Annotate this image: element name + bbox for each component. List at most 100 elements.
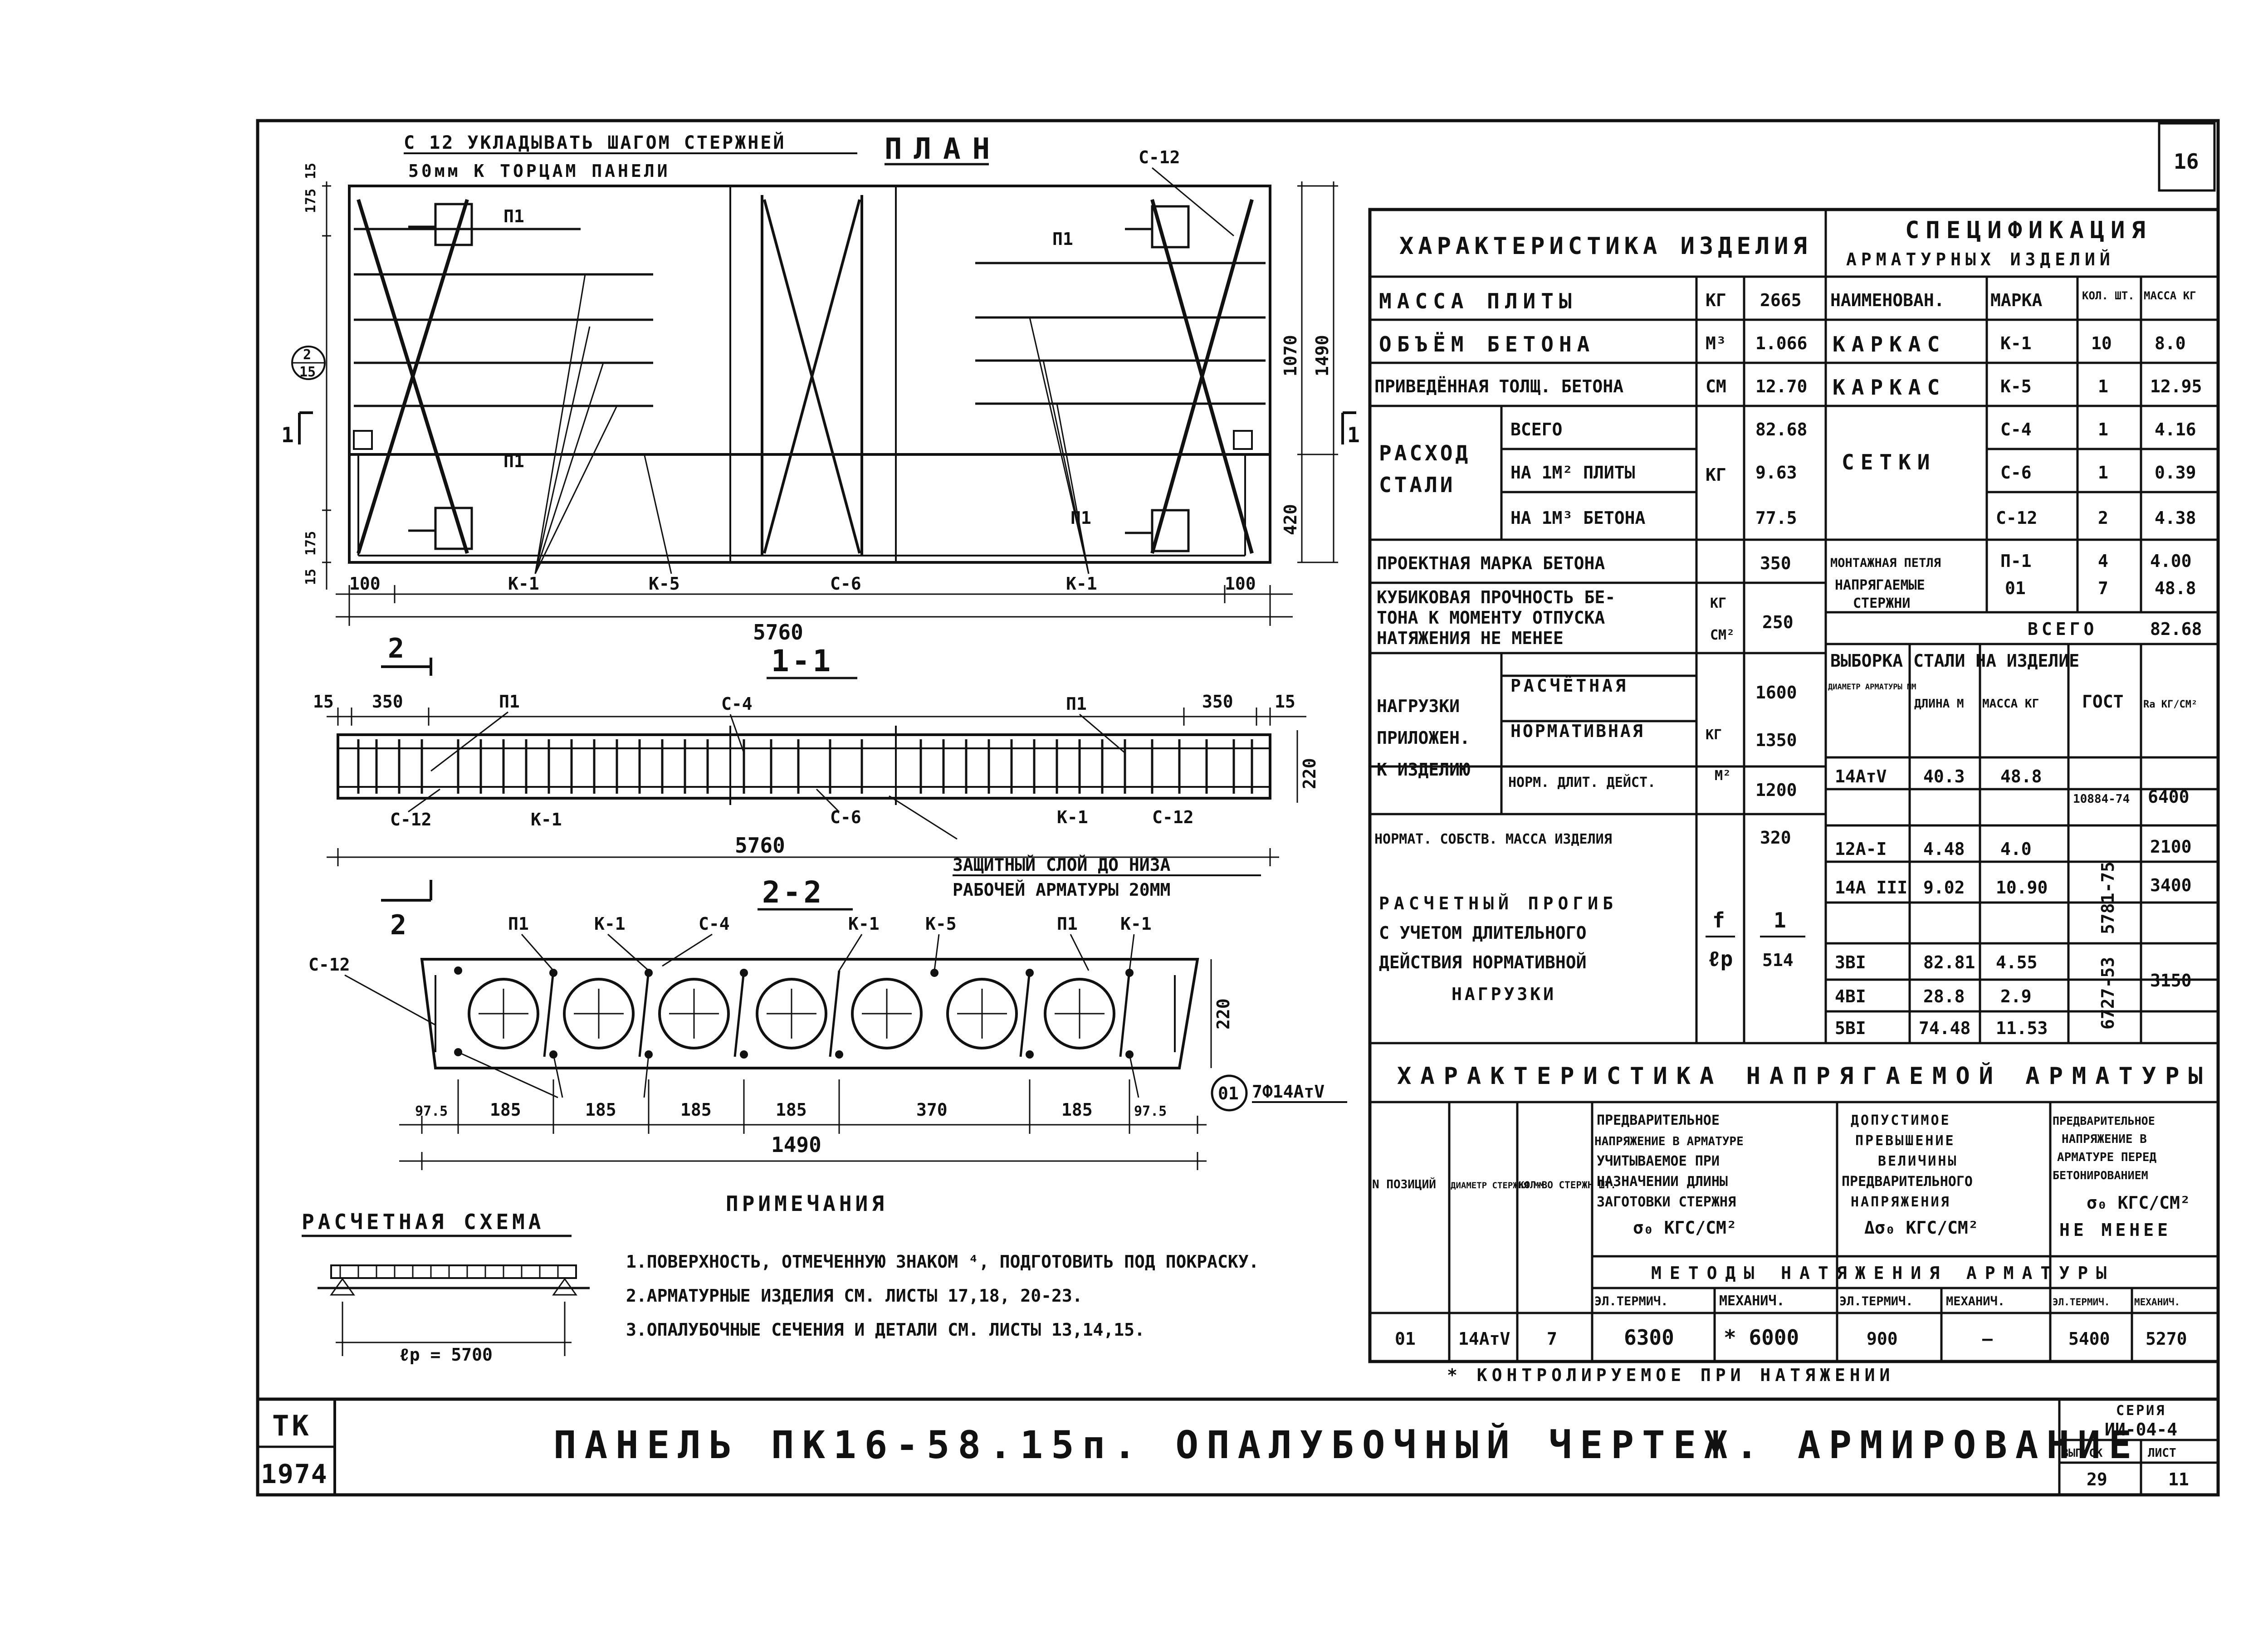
s22-label-k5: К-5 xyxy=(925,914,957,934)
plan-circle-bottom: 15 xyxy=(299,364,316,380)
s11-dim-350-left: 350 xyxy=(372,692,403,712)
steel-label-2: СТАЛИ xyxy=(1379,473,1455,497)
select-r4-len: 82.81 xyxy=(1923,952,1975,972)
plan-label-k1-right: К-1 xyxy=(1066,574,1097,594)
spec-tendons-name-2: СТЕРЖНИ xyxy=(1853,595,1910,611)
dim-15-bottom: 15 xyxy=(303,569,319,585)
select-r3-dia: 14А III xyxy=(1835,878,1907,898)
s22-span-8: 97.5 xyxy=(1134,1103,1167,1119)
select-gost-3: 6727-53 xyxy=(2098,957,2118,1030)
grade-name: ПРОЕКТНАЯ МАРКА БЕТОНА xyxy=(1377,553,1605,573)
steel-per-m3-value: 77.5 xyxy=(1755,508,1797,528)
dim-5760-plan: 5760 xyxy=(753,620,803,644)
cube-line-3: НАТЯЖЕНИЯ НЕ МЕНЕЕ xyxy=(1377,628,1564,648)
spec-total-label: ВСЕГО xyxy=(2028,619,2097,639)
plan-circle-top: 2 xyxy=(303,347,311,363)
section-2-2: 2-2 2 xyxy=(308,875,1347,1170)
s11-label-k1-right: К-1 xyxy=(1057,807,1088,827)
select-gost-1: 10884-74 xyxy=(2073,792,2130,806)
section22-body xyxy=(420,958,1199,1069)
spec-loop-mass: 4.00 xyxy=(2150,551,2192,571)
s22-span-2: 185 xyxy=(490,1100,521,1120)
select-h-len: ДЛИНА М xyxy=(1914,697,1964,711)
spec-header-mark: МАРКА xyxy=(1990,290,2043,310)
tension-h-bef-5: σ₀ КГС/СМ² xyxy=(2087,1193,2190,1213)
load-design-value: 1600 xyxy=(1755,683,1797,703)
spec-karkas2-qty: 1 xyxy=(2098,376,2108,396)
spec-loop-mark: П-1 xyxy=(2000,551,2032,571)
s22-dim-220: 220 xyxy=(1213,998,1233,1030)
deflection-unit-bottom: ℓp xyxy=(1708,947,1733,971)
loads-label-2: ПРИЛОЖЕН. xyxy=(1377,728,1470,748)
tension-title: ХАРАКТЕРИСТИКА НАПРЯГАЕМОЙ АРМАТУРЫ xyxy=(1397,1062,2212,1090)
dim-175-bottom: 175 xyxy=(303,531,319,556)
section22-title: 2-2 xyxy=(762,875,824,910)
spec-title-1: СПЕЦИФИКАЦИЯ xyxy=(1905,217,2152,244)
product-row-1-unit: КГ xyxy=(1706,290,1726,310)
section11-title: 1-1 xyxy=(771,644,833,678)
spec-setki-2-qty: 1 xyxy=(2098,463,2108,483)
spec-setki-1-qty: 1 xyxy=(2098,420,2108,439)
select-ra-4: 3150 xyxy=(2150,971,2192,991)
load-norm-value: 1350 xyxy=(1755,730,1797,750)
tension-h-bef-6: НЕ МЕНЕЕ xyxy=(2059,1220,2171,1240)
tension-methods: МЕТОДЫ НАТЯЖЕНИЯ АРМАТУРЫ xyxy=(1651,1263,2115,1283)
tension-pre-mech-h: МЕХАНИЧ. xyxy=(1719,1293,1785,1309)
spec-setki-3-qty: 2 xyxy=(2098,508,2108,528)
series-label: СЕРИЯ xyxy=(2116,1403,2166,1419)
select-r6-len: 74.48 xyxy=(1919,1018,1970,1038)
plan-note-line1: С 12 УКЛАДЫВАТЬ ШАГОМ СТЕРЖНЕЙ xyxy=(404,132,786,153)
select-h-dia: ДИАМЕТР АРМАТУРЫ ММ xyxy=(1828,683,1916,692)
s11-dim-15-right: 15 xyxy=(1275,692,1295,712)
load-norm-name: НОРМАТИВНАЯ xyxy=(1510,721,1645,741)
note-3: 3.ОПАЛУБОЧНЫЕ СЕЧЕНИЯ И ДЕТАЛИ СМ. ЛИСТЫ… xyxy=(626,1320,1145,1340)
select-r2-mass: 4.0 xyxy=(2000,839,2032,859)
s11-label-c12-right: С-12 xyxy=(1152,807,1194,827)
cut-mark-right: 1 xyxy=(1347,423,1360,447)
dim-175-top: 175 xyxy=(303,189,319,213)
steel-total-name: ВСЕГО xyxy=(1510,420,1562,439)
select-r4-mass: 4.55 xyxy=(1996,952,2038,972)
tension-row-pre-mech: * 6000 xyxy=(1724,1325,1799,1350)
tension-h-bef-1: ПРЕДВАРИТЕЛЬНОЕ xyxy=(2053,1114,2155,1127)
spec-loop-name: МОНТАЖНАЯ ПЕТЛЯ xyxy=(1830,556,1941,570)
spec-total-value: 82.68 xyxy=(2150,619,2202,639)
tension-h-exc-2: ПРЕВЫШЕНИЕ xyxy=(1855,1133,1955,1149)
deflection-unit-top: f xyxy=(1712,908,1725,932)
dim-1070: 1070 xyxy=(1281,335,1300,376)
spec-tendons-mark: 01 xyxy=(2005,578,2026,598)
select-gost-2: 5781-75 xyxy=(2098,862,2118,934)
s11-dim-350-right: 350 xyxy=(1202,692,1233,712)
tension-h-dia: ДИАМЕТР СТЕРЖНЯ ММ xyxy=(1451,1181,1544,1191)
s11-dim-5760: 5760 xyxy=(735,833,785,858)
spec-setki-2-mass: 0.39 xyxy=(2155,463,2196,483)
spec-karkas1-qty: 10 xyxy=(2091,333,2112,353)
s11-label-c12-left: С-12 xyxy=(390,810,432,830)
dim-100-right: 100 xyxy=(1225,574,1256,594)
load-long-value: 1200 xyxy=(1755,780,1797,800)
select-r5-dia: 4ВI xyxy=(1835,986,1866,1006)
s22-span-1: 97.5 xyxy=(415,1103,448,1119)
tension-row-bef-el: 5400 xyxy=(2068,1329,2110,1349)
plan-label-p1-tr: П1 xyxy=(1052,229,1073,249)
select-r6-mass: 11.53 xyxy=(1996,1018,2048,1038)
spec-tendons-name-1: НАПРЯГАЕМЫЕ xyxy=(1835,577,1925,593)
select-r1-dia: 14АтV xyxy=(1835,766,1887,786)
spec-karkas2-mark: К-5 xyxy=(2000,376,2032,396)
s22-span-5: 185 xyxy=(776,1100,807,1120)
deflection-line-4: НАГРУЗКИ xyxy=(1452,984,1556,1004)
product-row-2-unit: М³ xyxy=(1706,333,1726,353)
select-r3-len: 9.02 xyxy=(1923,878,1965,898)
issue-label: ВЫПУСК xyxy=(2062,1446,2102,1459)
note-2: 2.АРМАТУРНЫЕ ИЗДЕЛИЯ СМ. ЛИСТЫ 17,18, 20… xyxy=(626,1286,1083,1306)
notes: ПРИМЕЧАНИЯ 1.ПОВЕРХНОСТЬ, ОТМЕЧЕННУЮ ЗНА… xyxy=(626,1191,1259,1340)
dim-420: 420 xyxy=(1281,504,1300,535)
cube-unit-bottom: СМ² xyxy=(1710,627,1735,643)
tension-bef-el-h: ЭЛ.ТЕРМИЧ. xyxy=(2053,1297,2110,1308)
calc-span: ℓp = 5700 xyxy=(399,1345,493,1365)
spec-setki-3-mass: 4.38 xyxy=(2155,508,2196,528)
tension-h-exc-4: ПРЕДВАРИТЕЛЬНОГО xyxy=(1842,1174,1973,1190)
steel-total-value: 82.68 xyxy=(1755,420,1807,439)
s11-label-p1-right: П1 xyxy=(1066,694,1087,714)
